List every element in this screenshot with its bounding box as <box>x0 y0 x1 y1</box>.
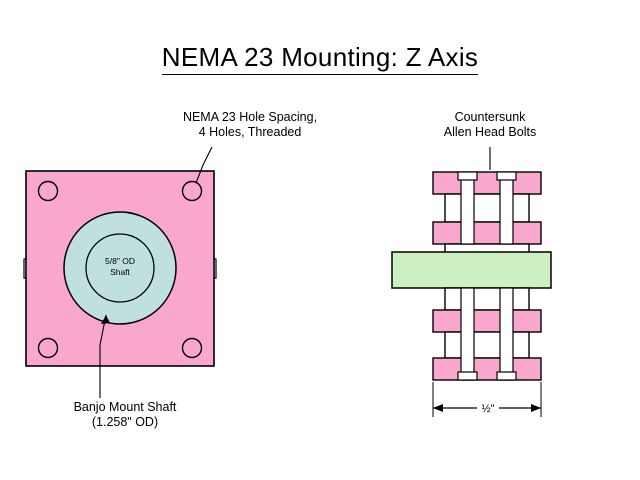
bolt-lower-right <box>496 287 517 381</box>
label-countersunk-bolts: Countersunk Allen Head Bolts <box>443 110 537 139</box>
dim-text-bg <box>477 399 499 417</box>
shaft-label-line2: Shaft <box>110 267 130 277</box>
dim-arrow-right <box>531 404 541 412</box>
side-view-group: ½" <box>391 147 552 417</box>
lower-plate-top-pink <box>432 309 542 333</box>
shaft-inner <box>85 233 155 303</box>
lower-plate-flange <box>444 287 530 311</box>
page-title-text: NEMA 23 Mounting: Z Axis <box>161 42 479 75</box>
lower-plate-body <box>444 331 530 359</box>
leader-banjo-arrow <box>101 315 110 324</box>
label-banjo-mount-shaft: Banjo Mount Shaft (1.258" OD) <box>73 400 177 429</box>
upper-plate-body <box>444 193 530 223</box>
page-title: NEMA 23 Mounting: Z Axis <box>0 42 640 75</box>
leader-hole-spacing <box>195 146 213 184</box>
lower-plate-bottom-pink <box>432 357 542 381</box>
mounting-hole-bottom-left <box>37 337 59 359</box>
leader-banjo <box>99 314 107 398</box>
mounting-hole-bottom-right <box>181 337 203 359</box>
upper-plate-top-pink <box>432 171 542 195</box>
dim-arrow-left <box>433 404 443 412</box>
front-view-group: 5/8" OD Shaft <box>23 146 217 398</box>
upper-plate-bottom-pink <box>432 221 542 245</box>
mounting-hole-top-right <box>181 180 203 202</box>
bolt-lower-left <box>457 287 478 381</box>
bolt-upper-right <box>496 171 517 245</box>
shaft-label-line1: 5/8" OD <box>105 256 135 266</box>
bolt-upper-left <box>457 171 478 245</box>
mounting-bar <box>391 251 552 289</box>
mounting-hole-top-left <box>37 180 59 202</box>
label-hole-spacing: NEMA 23 Hole Spacing, 4 Holes, Threaded <box>182 110 318 139</box>
dimension-label: ½" <box>481 403 494 415</box>
